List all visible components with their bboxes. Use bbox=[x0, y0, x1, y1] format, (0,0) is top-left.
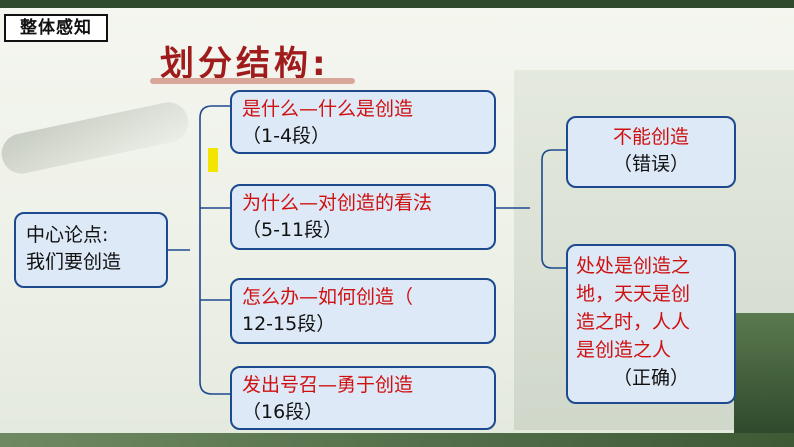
background-corner-decoration bbox=[734, 313, 794, 433]
view-text: 不能创造 bbox=[612, 126, 689, 148]
views-bracket bbox=[541, 149, 566, 269]
part-range: （1-4段） bbox=[242, 125, 331, 147]
part-range: 12-15段） bbox=[242, 313, 336, 335]
part-title: 是什么—什么是创造 bbox=[242, 98, 414, 120]
text-cursor-marker bbox=[208, 148, 218, 172]
view-box-wrong: 不能创造 （错误） bbox=[566, 116, 736, 188]
slide-title: 划分结构: bbox=[160, 44, 330, 84]
view-note: （错误） bbox=[612, 153, 689, 175]
title-underline bbox=[150, 78, 355, 84]
parts-bracket bbox=[199, 105, 230, 395]
part-range: （16段） bbox=[242, 401, 324, 423]
part-range: （5-11段） bbox=[242, 219, 343, 241]
central-thesis-label: 中心论点: bbox=[26, 224, 109, 246]
top-band bbox=[0, 0, 794, 8]
central-thesis-text: 我们要创造 bbox=[26, 251, 122, 273]
part-title: 为什么—对创造的看法 bbox=[242, 192, 433, 214]
bottom-band bbox=[0, 433, 794, 447]
view-note: （正确） bbox=[612, 367, 689, 389]
section-tag: 整体感知 bbox=[4, 14, 108, 42]
view-text: 处处是创造之 bbox=[576, 255, 691, 277]
central-thesis-box: 中心论点: 我们要创造 bbox=[14, 212, 168, 288]
part-title: 怎么办—如何创造（ bbox=[242, 286, 414, 308]
view-text: 地，天天是创 bbox=[576, 283, 691, 305]
part-box-why: 为什么—对创造的看法 （5-11段） bbox=[230, 184, 496, 250]
part-box-what: 是什么—什么是创造 （1-4段） bbox=[230, 90, 496, 154]
view-text: 是创造之人 bbox=[576, 339, 672, 361]
part-box-call: 发出号召—勇于创造 （16段） bbox=[230, 366, 496, 430]
part-box-how: 怎么办—如何创造（ 12-15段） bbox=[230, 278, 496, 344]
part-title: 发出号召—勇于创造 bbox=[242, 374, 414, 396]
view-box-right: 处处是创造之 地，天天是创 造之时，人人 是创造之人 （正确） bbox=[566, 244, 736, 404]
view-text: 造之时，人人 bbox=[576, 311, 691, 333]
